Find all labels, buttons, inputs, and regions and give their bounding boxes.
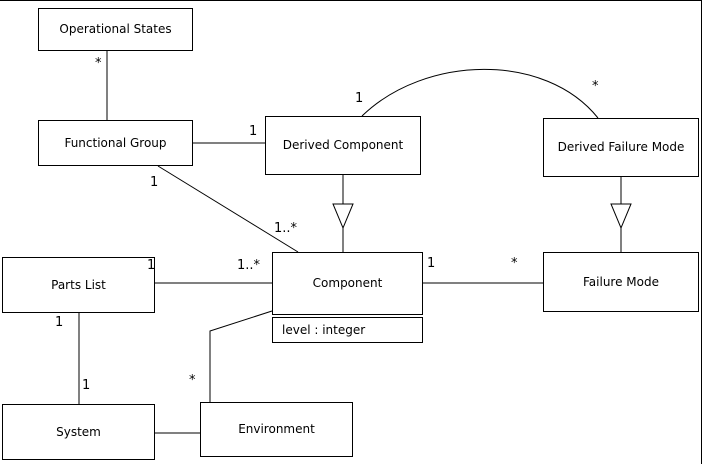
generalization-arrow-icon <box>332 203 354 230</box>
class-derived-failure-mode: Derived Failure Mode <box>543 118 699 177</box>
edge-functional-group-component <box>157 165 299 253</box>
class-component-attribute-level: level : integer <box>282 322 366 337</box>
class-environment-label: Environment <box>238 422 315 437</box>
multiplicity-arc-derived-component-end: 1 <box>355 91 364 106</box>
class-functional-group: Functional Group <box>38 120 193 166</box>
multiplicity-parts-list-end: 1 <box>147 258 156 273</box>
multiplicity-component-end-parts-list: 1..* <box>237 258 261 273</box>
multiplicity-derived-component-end: 1 <box>249 124 258 139</box>
class-failure-mode-label: Failure Mode <box>583 274 659 289</box>
edge-derived-component-derived-failure-mode <box>361 68 599 119</box>
class-derived-component-label: Derived Component <box>282 138 404 153</box>
class-component-attributes: level : integer <box>272 317 423 343</box>
class-system: System <box>2 404 155 460</box>
class-operational-states: Operational States <box>38 8 193 51</box>
multiplicity-component-end-failure-mode: 1 <box>427 256 436 271</box>
multiplicity-operational-states-end: * <box>95 56 102 71</box>
class-parts-list-label: Parts List <box>51 277 106 292</box>
multiplicity-functional-group-end: 1 <box>150 175 159 190</box>
multiplicity-component-end-diagonal: 1..* <box>274 221 298 236</box>
class-parts-list: Parts List <box>2 257 155 313</box>
class-derived-failure-mode-label: Derived Failure Mode <box>557 140 685 155</box>
multiplicity-parts-list-system-bottom: 1 <box>82 378 91 393</box>
generalization-arrow-icon <box>610 203 632 230</box>
class-derived-component: Derived Component <box>265 116 421 175</box>
class-failure-mode: Failure Mode <box>543 252 699 312</box>
class-environment: Environment <box>200 402 353 457</box>
class-functional-group-label: Functional Group <box>64 135 167 150</box>
edge-environment-component <box>209 310 273 402</box>
class-operational-states-label: Operational States <box>59 22 172 37</box>
class-component-label: Component <box>312 276 383 291</box>
class-component: Component <box>272 252 423 315</box>
multiplicity-arc-derived-failure-mode-end: * <box>592 79 599 94</box>
class-system-label: System <box>56 424 101 439</box>
multiplicity-failure-mode-end: * <box>511 256 518 271</box>
multiplicity-parts-list-system-top: 1 <box>55 315 64 330</box>
multiplicity-environment-end: * <box>189 373 196 388</box>
